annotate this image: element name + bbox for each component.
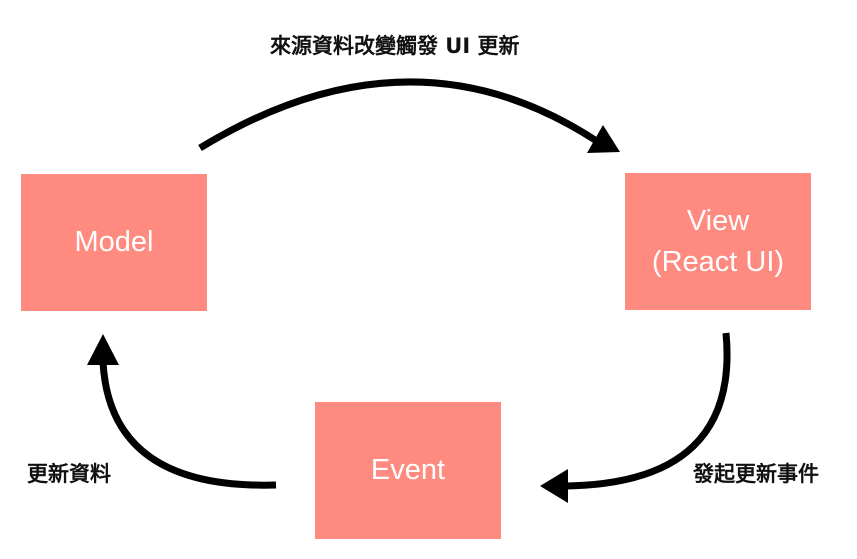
arrowhead-event-to-model (87, 334, 119, 365)
arrow-view-to-event (566, 332, 731, 490)
edge-label-model-to-view: 來源資料改變觸發 UI 更新 (270, 34, 520, 58)
edge-label-event-to-model: 更新資料 (27, 462, 111, 486)
model-node: Model (21, 174, 207, 311)
edge-label-view-to-event: 發起更新事件 (693, 462, 819, 486)
arrow-event-to-model (99, 361, 277, 489)
model-node-label: Model (74, 226, 154, 259)
view-node: View (React UI) (625, 173, 811, 310)
event-node-label: Event (370, 454, 446, 487)
arrowhead-model-to-view (587, 125, 620, 153)
arrowhead-view-to-event (540, 469, 568, 503)
view-node-label-line2: (React UI) (651, 245, 785, 278)
arrow-model-to-view (198, 78, 597, 151)
view-node-label-line1: View (686, 205, 750, 238)
event-node: Event (315, 402, 501, 539)
